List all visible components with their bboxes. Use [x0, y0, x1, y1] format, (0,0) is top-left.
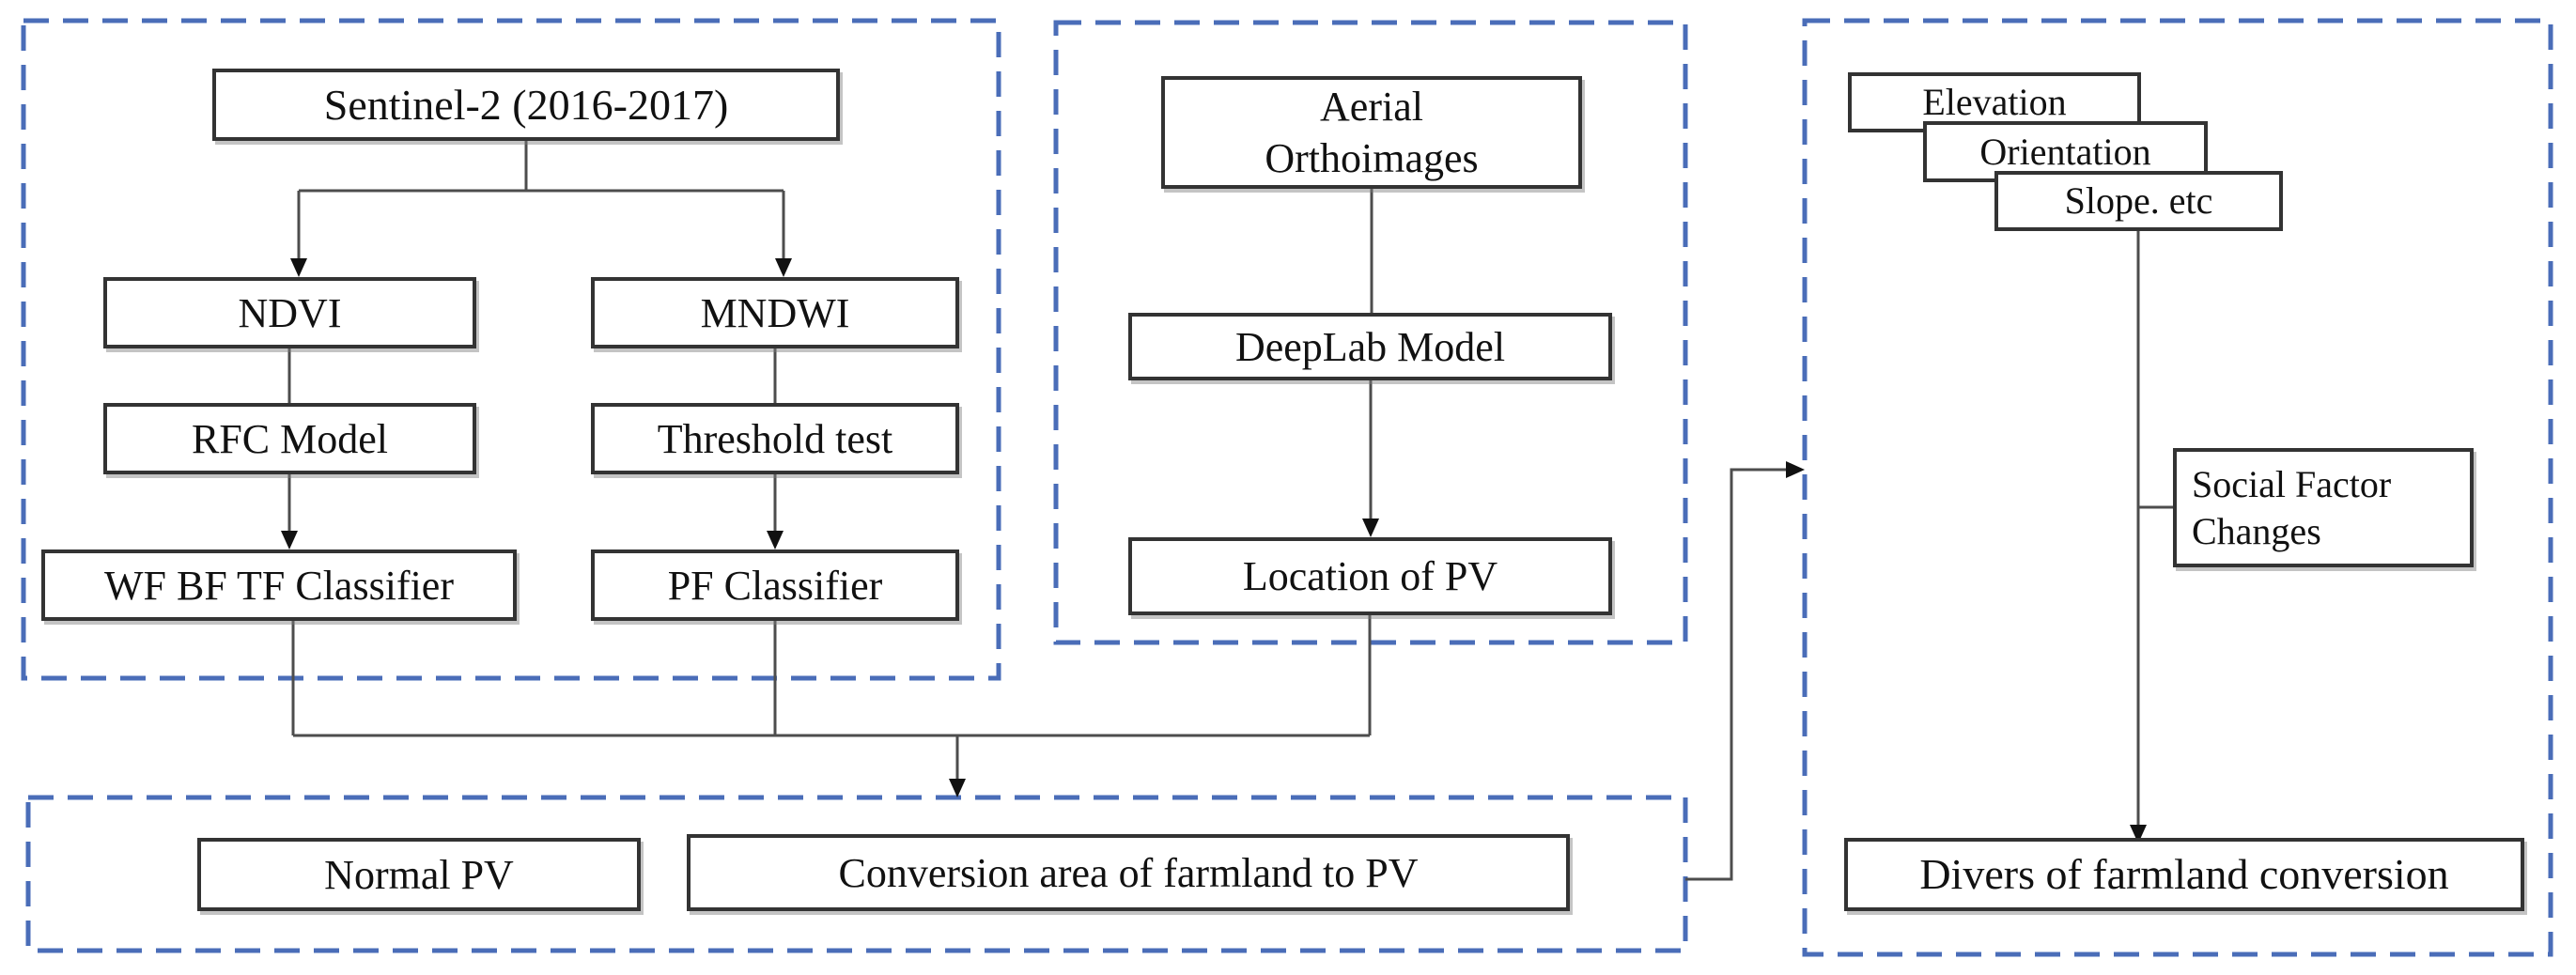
node-label: Orientation — [1979, 130, 2151, 173]
node-label: RFC Model — [191, 415, 389, 462]
node-label: Elevation — [1922, 81, 2067, 123]
node-label: Sentinel-2 (2016-2017) — [323, 80, 729, 129]
node-label: Slope. etc — [2064, 179, 2213, 222]
node-aerial-orthoimages: Aerial Orthoimages — [1161, 76, 1582, 189]
arrowheads — [281, 258, 2147, 843]
node-normal-pv: Normal PV — [197, 838, 641, 911]
node-label: Location of PV — [1242, 553, 1498, 599]
node-label: Social Factor Changes — [2192, 462, 2392, 552]
arrow-to-mndwi — [775, 258, 792, 277]
group-outline-results — [25, 795, 1688, 953]
node-deeplab-model: DeepLab Model — [1128, 313, 1612, 380]
node-label: PF Classifier — [667, 562, 883, 609]
arrow-to-results — [949, 779, 966, 797]
node-label: Normal PV — [324, 851, 514, 898]
node-divers-of-farmland-conversion: Divers of farmland conversion — [1844, 838, 2524, 911]
arrow-to-driver-box — [1786, 461, 1805, 478]
node-threshold-test: Threshold test — [591, 403, 959, 474]
node-ndvi: NDVI — [103, 277, 476, 348]
arrow-to-divers — [2130, 825, 2147, 843]
node-label: Conversion area of farmland to PV — [838, 849, 1419, 896]
node-label: Divers of farmland conversion — [1919, 850, 2449, 899]
node-mndwi: MNDWI — [591, 277, 959, 348]
node-slope-etc: Slope. etc — [1994, 171, 2283, 231]
node-rfc-model: RFC Model — [103, 403, 476, 474]
arrow-to-pf — [767, 531, 784, 549]
node-label: Aerial Orthoimages — [1265, 84, 1479, 181]
arrow-to-location — [1362, 518, 1379, 537]
node-label: Threshold test — [657, 415, 893, 462]
node-label: NDVI — [238, 289, 342, 336]
node-label: MNDWI — [700, 289, 850, 336]
connector-lines — [287, 141, 2173, 881]
arrow-to-ndvi — [290, 258, 307, 277]
node-social-factor-changes: Social Factor Changes — [2173, 448, 2474, 567]
node-label: DeepLab Model — [1234, 323, 1506, 370]
node-conversion-area: Conversion area of farmland to PV — [687, 834, 1570, 911]
group-outline-sentinel-processing — [21, 18, 1001, 681]
node-pf-classifier: PF Classifier — [591, 549, 959, 621]
node-wf-bf-tf-classifier: WF BF TF Classifier — [41, 549, 517, 621]
node-label: WF BF TF Classifier — [103, 562, 454, 609]
group-outline-driver-analysis — [1802, 18, 2553, 957]
arrow-to-wf — [281, 531, 298, 549]
node-location-of-pv: Location of PV — [1128, 537, 1612, 615]
node-sentinel-2: Sentinel-2 (2016-2017) — [212, 69, 840, 141]
